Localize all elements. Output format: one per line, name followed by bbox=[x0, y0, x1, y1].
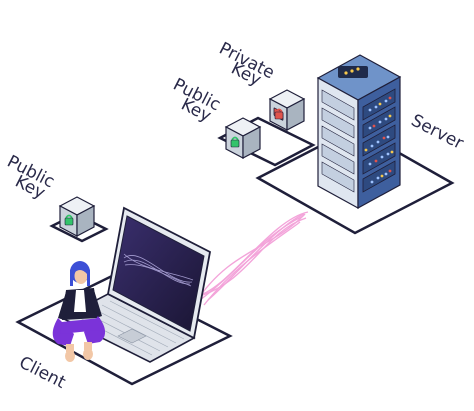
server-rack-icon bbox=[316, 54, 402, 210]
green-padlock-cube-icon bbox=[224, 117, 262, 159]
encrypted-connection-icon bbox=[195, 211, 309, 306]
green-padlock-cube-icon bbox=[58, 196, 96, 237]
client-label: Client bbox=[16, 353, 69, 393]
person-icon bbox=[52, 261, 106, 362]
server-label: Server bbox=[408, 111, 467, 154]
red-padlock-cube-icon bbox=[268, 89, 306, 131]
